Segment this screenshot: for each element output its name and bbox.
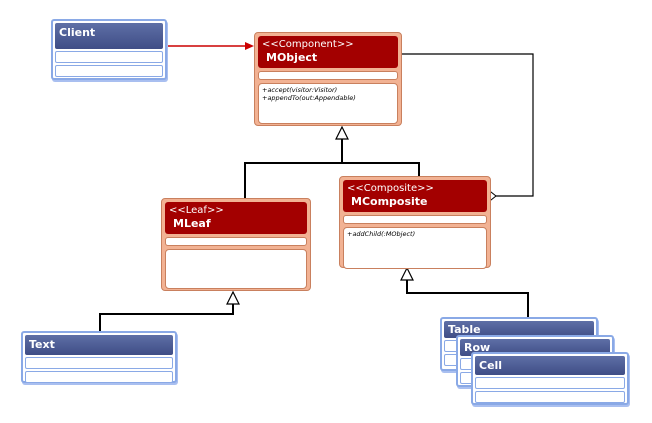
text-class: Text	[21, 331, 177, 383]
mcomposite-name: MComposite	[351, 195, 428, 208]
mobject-name: MObject	[266, 51, 318, 64]
mleaf-name: MLeaf	[173, 217, 211, 230]
mcomposite-header: <<Composite>> MComposite	[343, 180, 487, 212]
mobject-attributes	[258, 71, 398, 80]
association-arrowhead	[245, 42, 254, 50]
aggregation-line	[402, 53, 534, 197]
mobject-class: <<Component>> MObject +accept(visitor:Vi…	[254, 32, 402, 126]
mobject-operation: +accept(visitor:Visitor)	[262, 86, 338, 94]
mleaf-operations	[165, 249, 307, 289]
mcomposite-stereotype: <<Composite>>	[347, 183, 434, 194]
mcomposite-operation: +addChild(:MObject)	[347, 230, 416, 238]
text-operations	[25, 371, 173, 383]
mobject-operations: +accept(visitor:Visitor) +appendTo(out:A…	[258, 83, 398, 124]
client-operations	[55, 65, 163, 77]
cell-class-title: Cell	[475, 356, 625, 375]
text-class-title: Text	[25, 335, 173, 355]
mcomposite-attributes	[343, 215, 487, 224]
mcomposite-class: <<Composite>> MComposite +addChild(:MObj…	[339, 176, 491, 269]
mobject-header: <<Component>> MObject	[258, 36, 398, 68]
cell-operations	[475, 391, 625, 403]
table-class-title: Table	[444, 321, 594, 338]
client-class: Client	[51, 19, 167, 80]
row-class-title: Row	[460, 339, 610, 356]
mleaf-stereotype: <<Leaf>>	[169, 205, 224, 216]
generalization-triangle-mcomposite	[400, 266, 414, 281]
generalization-triangle-mobject	[335, 125, 349, 140]
mleaf-attributes	[165, 237, 307, 246]
client-class-title: Client	[55, 23, 163, 49]
mleaf-header: <<Leaf>> MLeaf	[165, 202, 307, 234]
cell-attributes	[475, 377, 625, 389]
client-attributes	[55, 51, 163, 63]
mleaf-class: <<Leaf>> MLeaf	[161, 198, 311, 291]
cell-class: Cell	[471, 352, 629, 405]
generalization-triangle-mleaf	[226, 290, 240, 305]
mcomposite-operations: +addChild(:MObject)	[343, 227, 487, 269]
generalization-line-mobject	[244, 162, 420, 198]
generalization-line-mleaf	[99, 304, 234, 331]
text-attributes	[25, 357, 173, 369]
mobject-stereotype: <<Component>>	[262, 39, 354, 50]
generalization-line-mcomposite	[406, 280, 529, 318]
mobject-operation: +appendTo(out:Appendable)	[262, 94, 356, 102]
